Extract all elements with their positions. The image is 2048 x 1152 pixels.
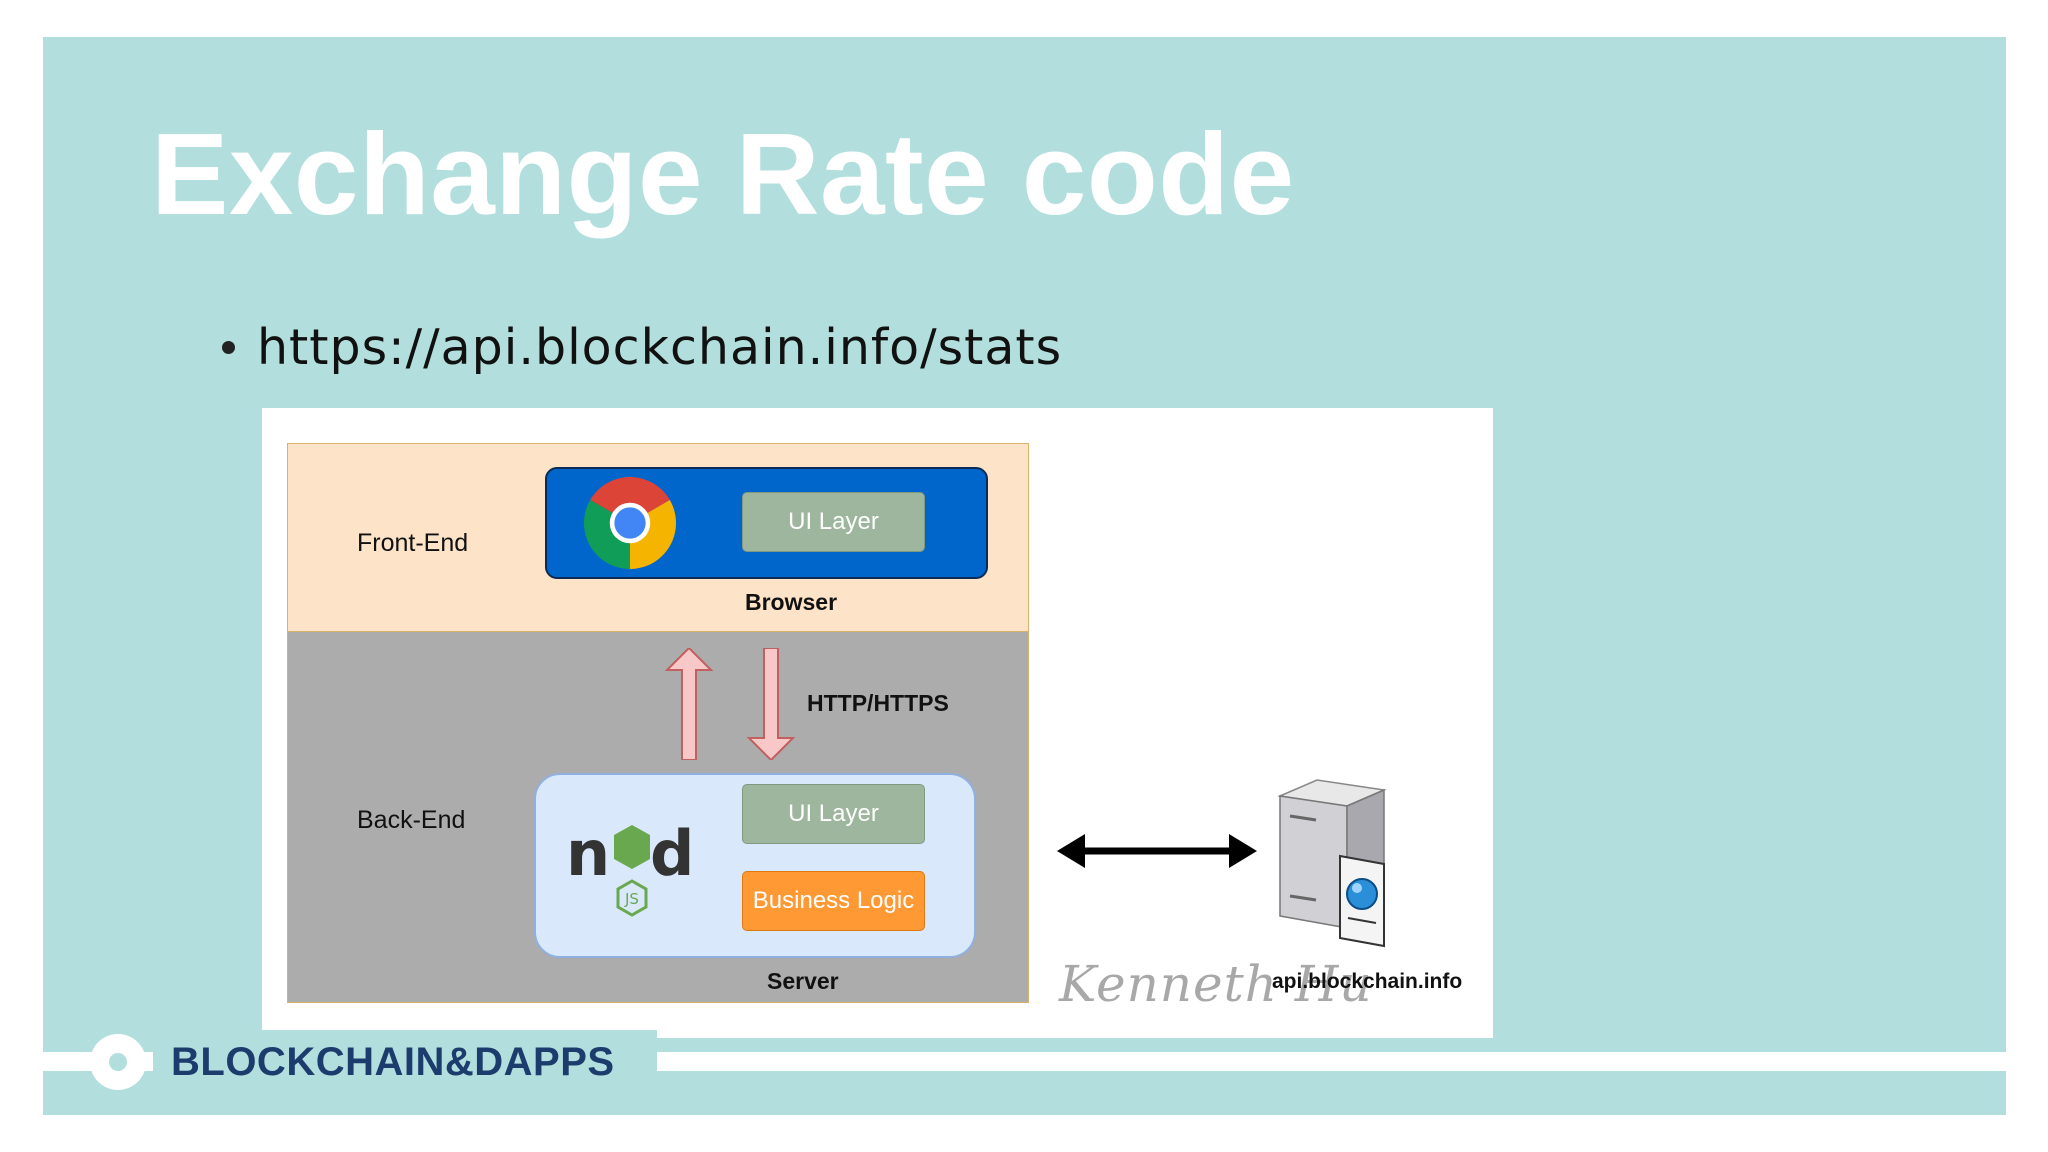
svg-text:de: de xyxy=(650,817,691,890)
footer-brand: BLOCKCHAIN&DAPPS xyxy=(171,1040,615,1084)
bullet-url-text: https://api.blockchain.info/stats xyxy=(257,318,1063,376)
server-ui-layer: UI Layer xyxy=(742,784,925,844)
browser-ui-layer: UI Layer xyxy=(742,492,925,552)
double-arrow xyxy=(1057,834,1257,868)
protocol-label: HTTP/HTTPS xyxy=(807,690,949,716)
server-caption: Server xyxy=(767,968,839,994)
http-arrows xyxy=(664,648,796,760)
svg-text:JS: JS xyxy=(624,890,639,908)
svg-text:n: n xyxy=(566,817,610,890)
bullet-item: https://api.blockchain.info/stats xyxy=(222,312,1062,382)
browser-caption: Browser xyxy=(745,589,838,615)
back-end-label: Back-End xyxy=(357,806,466,834)
chrome-icon xyxy=(584,477,676,569)
front-end-label: Front-End xyxy=(357,529,469,557)
architecture-diagram: Front-End Back-End UI Layer Browser HTTP… xyxy=(262,408,1493,1038)
api-caption: api.blockchain.info xyxy=(1272,970,1463,993)
footer-brand-backdrop xyxy=(153,1030,657,1094)
author-signature: Kenneth Hu xyxy=(1059,955,1373,1013)
server-box: n de JS UI Layer Business Logic xyxy=(534,773,976,958)
footer-ring-center xyxy=(109,1053,127,1071)
bullet-dot xyxy=(222,340,235,354)
nodejs-icon: n de JS xyxy=(566,817,691,917)
browser-box: UI Layer xyxy=(545,467,988,579)
footer-ring-icon xyxy=(90,1034,146,1090)
server-icon xyxy=(1277,779,1387,948)
slide-title: Exchange Rate code xyxy=(151,109,1295,239)
up-arrow xyxy=(664,648,714,760)
business-logic-box: Business Logic xyxy=(742,871,925,931)
down-arrow xyxy=(746,648,796,760)
